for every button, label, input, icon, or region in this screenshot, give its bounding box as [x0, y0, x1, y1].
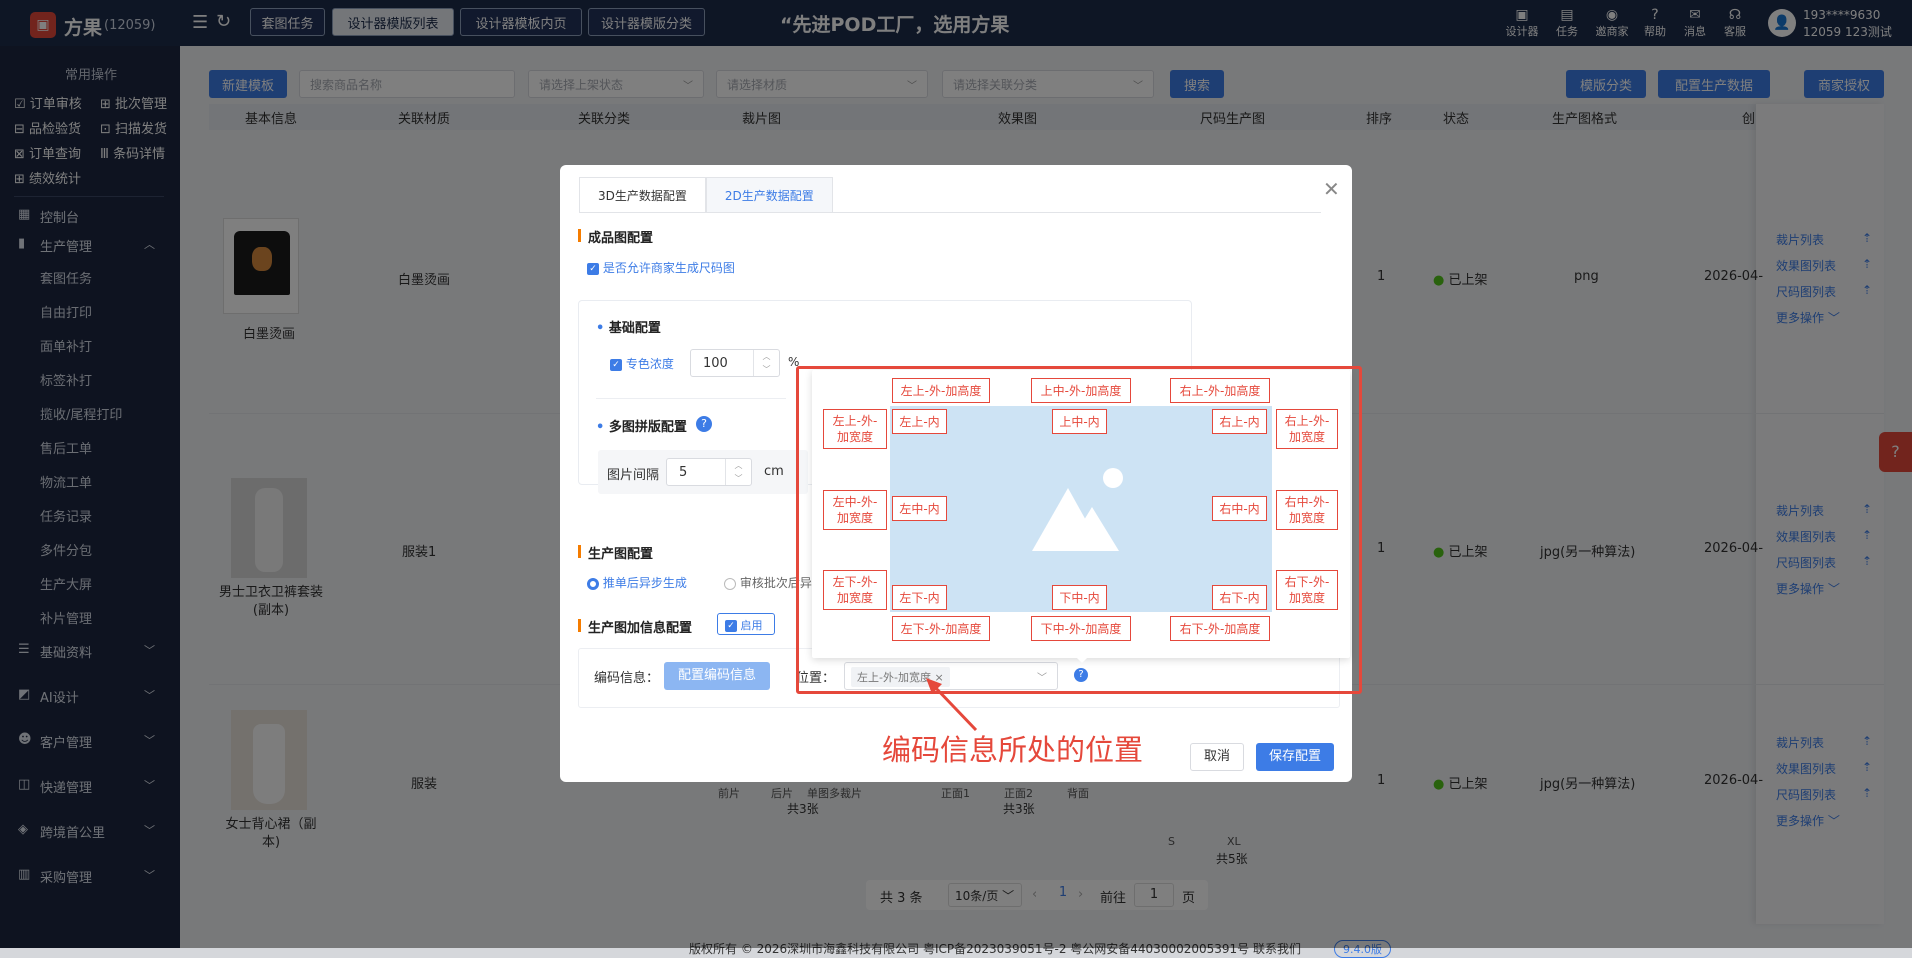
position-tag: 左上-外-加宽度 ×: [851, 667, 950, 687]
gap-label: 图片间隔: [607, 468, 660, 483]
pos-top-left-outer[interactable]: 左上-外-加高度: [892, 378, 990, 403]
pos-mid-right-inner[interactable]: 右中-内: [1212, 496, 1267, 521]
position-label: 位置：: [796, 671, 836, 686]
image-placeholder-icon: [1032, 468, 1123, 551]
code-info-label: 编码信息：: [594, 671, 660, 686]
pos-right-outer-top[interactable]: 右上-外-加宽度: [1276, 409, 1338, 449]
radio-icon: [724, 577, 736, 590]
image-placeholder: [890, 406, 1272, 612]
position-select[interactable]: 左上-外-加宽度 × ﹀: [844, 662, 1058, 690]
multi-layout-title: • 多图拼版配置: [596, 420, 687, 435]
info-config-title: 生产图加信息配置: [578, 617, 692, 636]
checkbox-checked-icon: ✓: [587, 262, 599, 275]
pos-top-right-inner[interactable]: 右上-内: [1212, 409, 1267, 434]
gap-input[interactable]: 5︿﹀: [666, 458, 752, 486]
divider: [596, 398, 786, 399]
spot-color-input[interactable]: 100︿﹀: [690, 349, 780, 377]
gap-unit: cm: [764, 464, 784, 479]
radio-checked-icon: [587, 577, 599, 590]
radio-async[interactable]: 推单后异步生成: [587, 574, 687, 591]
radio-after-review[interactable]: 审核批次后异: [724, 574, 812, 591]
chevron-down-icon: ﹀: [1037, 673, 1047, 684]
pos-left-outer-top[interactable]: 左上-外-加宽度: [823, 409, 887, 449]
pos-bottom-right-outer[interactable]: 右下-外-加高度: [1170, 616, 1270, 641]
pos-right-outer-bottom[interactable]: 右下-外-加宽度: [1276, 570, 1338, 610]
pos-top-center-inner[interactable]: 上中-内: [1052, 409, 1107, 434]
cancel-button[interactable]: 取消: [1190, 743, 1244, 771]
allow-size-checkbox[interactable]: ✓ 是否允许商家生成尺码图: [587, 259, 735, 276]
pos-top-right-outer[interactable]: 右上-外-加高度: [1170, 378, 1270, 403]
stepper-icon[interactable]: ︿﹀: [753, 350, 779, 376]
pos-bottom-left-outer[interactable]: 左下-外-加高度: [892, 616, 990, 641]
annotation-text: 编码信息所处的位置: [882, 733, 1144, 767]
tag-close-icon[interactable]: ×: [934, 671, 944, 684]
pos-bottom-left-inner[interactable]: 左下-内: [892, 585, 947, 610]
help-icon[interactable]: ?: [1074, 668, 1088, 682]
pos-top-center-outer[interactable]: 上中-外-加高度: [1031, 378, 1131, 403]
enable-checkbox[interactable]: ✓ 启用: [717, 613, 775, 635]
help-icon[interactable]: ?: [696, 416, 712, 432]
pos-bottom-center-inner[interactable]: 下中-内: [1052, 585, 1107, 610]
checkbox-checked-icon: ✓: [725, 620, 737, 632]
spot-color-checkbox[interactable]: ✓ 专色浓度: [610, 355, 674, 372]
config-code-button[interactable]: 配置编码信息: [664, 662, 770, 690]
highlight-frame: [796, 366, 1362, 694]
pos-left-outer-mid[interactable]: 左中-外-加宽度: [823, 490, 887, 530]
close-icon[interactable]: ✕: [1323, 177, 1340, 201]
tab-divider: [579, 212, 1321, 213]
popover-arrow-icon: [1075, 656, 1089, 663]
pos-top-left-inner[interactable]: 左上-内: [892, 409, 947, 434]
pos-left-outer-bottom[interactable]: 左下-外-加宽度: [823, 570, 887, 610]
pos-bottom-center-outer[interactable]: 下中-外-加高度: [1031, 616, 1131, 641]
save-config-button[interactable]: 保存配置: [1256, 743, 1334, 771]
finished-image-title: 成品图配置: [578, 227, 653, 246]
stepper-icon[interactable]: ︿﹀: [725, 459, 751, 485]
basic-config-title: • 基础配置: [596, 321, 661, 336]
tab-3d-config[interactable]: 3D生产数据配置: [579, 177, 706, 213]
percent-unit: %: [788, 355, 800, 369]
tab-2d-config[interactable]: 2D生产数据配置: [705, 177, 833, 213]
pos-bottom-right-inner[interactable]: 右下-内: [1212, 585, 1267, 610]
checkbox-checked-icon: ✓: [610, 358, 622, 371]
production-image-title: 生产图配置: [578, 543, 653, 562]
pos-mid-left-inner[interactable]: 左中-内: [892, 496, 947, 521]
pos-right-outer-mid[interactable]: 右中-外-加宽度: [1276, 490, 1338, 530]
config-tabs: 3D生产数据配置 2D生产数据配置: [579, 177, 833, 213]
